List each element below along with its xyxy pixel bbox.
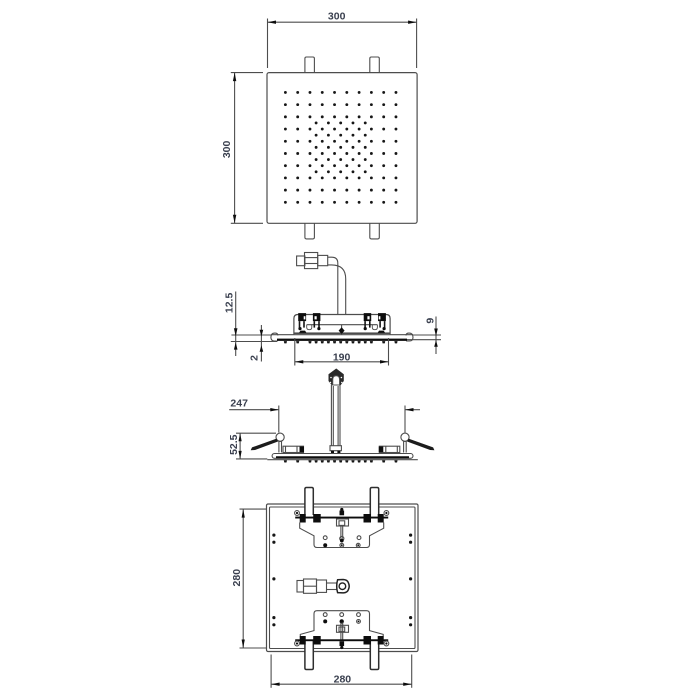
svg-text:9: 9 bbox=[424, 318, 436, 324]
svg-text:280: 280 bbox=[231, 569, 243, 587]
svg-text:12.5: 12.5 bbox=[224, 293, 236, 314]
svg-text:2: 2 bbox=[248, 355, 260, 361]
svg-text:247: 247 bbox=[230, 398, 248, 410]
svg-text:280: 280 bbox=[334, 673, 352, 685]
svg-text:52.5: 52.5 bbox=[228, 434, 240, 455]
svg-text:300: 300 bbox=[221, 140, 233, 158]
svg-text:190: 190 bbox=[333, 351, 351, 363]
svg-text:300: 300 bbox=[328, 10, 346, 22]
